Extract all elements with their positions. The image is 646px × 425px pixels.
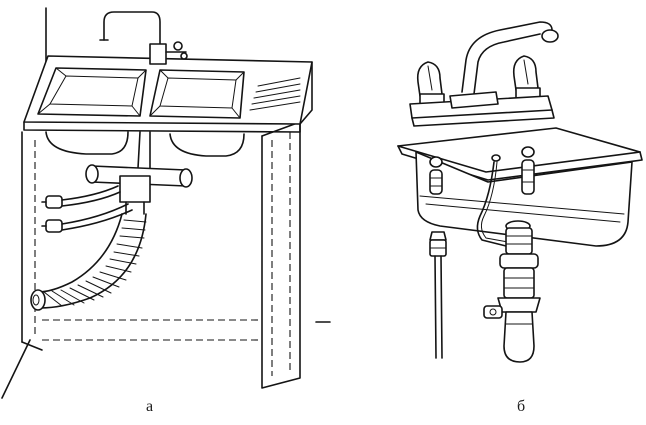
right-sink-basin: [149, 69, 245, 119]
left-sink-basin: [37, 67, 147, 117]
faucet-left: [99, 11, 188, 65]
bowl-undersides: [45, 131, 245, 157]
caption-left: а: [146, 398, 154, 415]
siphon-assembly: [85, 131, 193, 215]
mixer-bowl-drawing: [397, 21, 643, 363]
bowl-fittings: [429, 146, 535, 195]
caption-right: б: [517, 398, 526, 415]
supply-pipe: [429, 231, 447, 359]
mixer-handle-right: [512, 55, 541, 99]
flexible-supply-hose: [476, 161, 509, 247]
supply-valves: [41, 185, 133, 233]
bowl-siphon: [483, 220, 541, 363]
sink-cabinet-drawing: [1, 7, 331, 399]
wall-corner: [1, 7, 331, 399]
mixer-body: [409, 91, 555, 127]
mixer-handle-left: [416, 61, 445, 105]
drainboard-ribs: [249, 77, 301, 111]
sink-bowl: [397, 127, 643, 247]
corrugated-drain-hose: [30, 213, 147, 311]
cabinet-body: [21, 121, 301, 389]
mixer-spout: [461, 21, 559, 95]
